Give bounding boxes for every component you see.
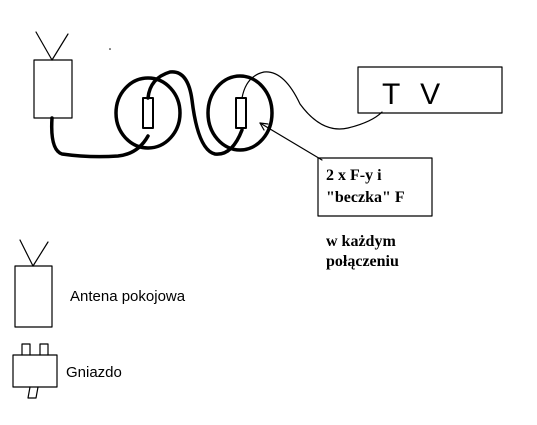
connector-2	[206, 74, 274, 152]
note-line-2: połączeniu	[326, 253, 399, 270]
cable-to-tv	[241, 71, 383, 130]
legend-antenna-icon	[14, 239, 53, 328]
legend-antenna-label: Antena pokojowa	[70, 288, 186, 305]
tv-box: T V	[357, 66, 503, 114]
note-line-1: w każdym	[326, 233, 396, 250]
legend-socket-label: Gniazdo	[66, 364, 122, 381]
cable-between-connectors	[146, 70, 244, 156]
stray-dot	[109, 48, 111, 50]
tv-label: T V	[382, 78, 446, 111]
legend-wall-socket-icon	[12, 343, 58, 399]
callout-line-1: 2 x F-y i	[326, 167, 382, 184]
cable-antenna-to-connector	[49, 116, 150, 159]
antenna-icon	[33, 31, 73, 119]
callout-line-2: "beczka" F	[326, 189, 405, 206]
callout-arrow	[259, 122, 323, 161]
callout-box: 2 x F-y i "beczka" F	[317, 157, 433, 217]
